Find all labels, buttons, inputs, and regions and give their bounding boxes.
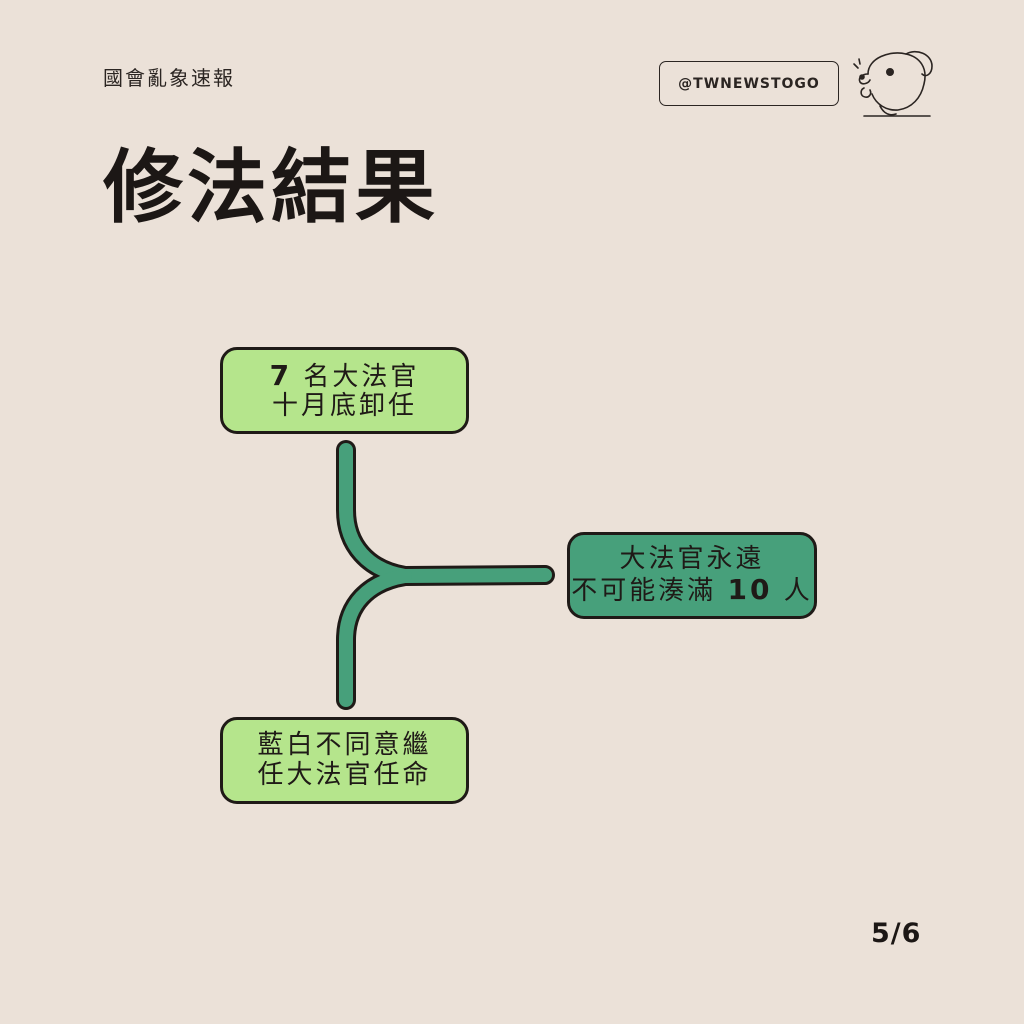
result-text: 不可能湊滿 xyxy=(571,576,717,606)
result-number: 10 xyxy=(727,573,773,606)
merge-connector-fill xyxy=(339,443,552,707)
node-no-reappointment-line2: 任大法官任命 xyxy=(257,759,432,790)
justice-label: 名大法官 xyxy=(303,361,420,392)
node-result-line2: 不可能湊滿 10 人 xyxy=(571,574,813,606)
result-suffix: 人 xyxy=(783,576,813,606)
node-no-reappointment-line1: 藍白不同意繼 xyxy=(257,730,432,761)
account-handle-badge: @TWNEWSTOGO xyxy=(659,61,839,106)
node-justices-retiring: 7 名大法官 十月底卸任 xyxy=(220,347,469,434)
node-justices-retiring-line2: 十月底卸任 xyxy=(271,391,417,421)
node-justices-retiring-line1: 7 名大法官 xyxy=(269,358,420,392)
dog-mascot-icon xyxy=(853,50,933,117)
justice-count: 7 xyxy=(269,358,293,392)
page-indicator: 5/6 xyxy=(871,918,922,949)
node-result-line1: 大法官永遠 xyxy=(619,543,765,574)
series-kicker: 國會亂象速報 xyxy=(103,66,235,90)
node-result: 大法官永遠 不可能湊滿 10 人 xyxy=(567,532,817,619)
page-title: 修法結果 xyxy=(103,141,439,234)
node-no-reappointment: 藍白不同意繼 任大法官任命 xyxy=(220,717,469,804)
